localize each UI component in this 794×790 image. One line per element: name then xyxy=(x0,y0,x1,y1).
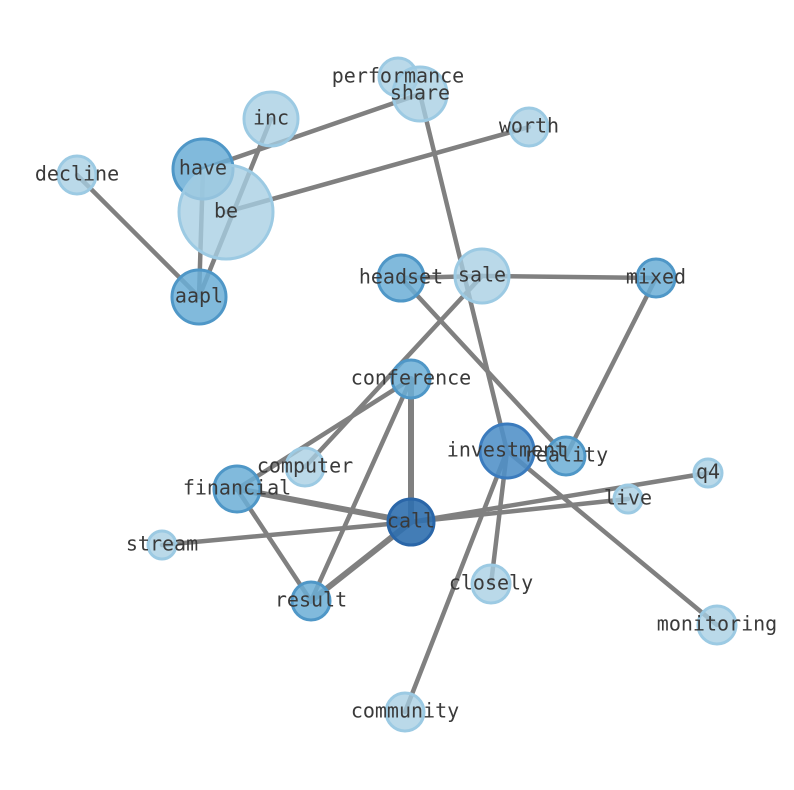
node-stream xyxy=(146,529,178,561)
edge-call-q4 xyxy=(408,470,711,525)
edge-conference-financial xyxy=(234,376,414,492)
nodes-layer xyxy=(56,56,738,733)
edge-headset-reality xyxy=(398,275,569,459)
node-label-computer: computer xyxy=(257,454,353,478)
node-label-share: share xyxy=(390,81,450,105)
node-label-performance: performance xyxy=(332,64,464,88)
node-label-financial: financial xyxy=(183,476,291,500)
node-financial xyxy=(212,464,262,514)
node-label-decline: decline xyxy=(35,162,119,186)
node-be xyxy=(177,163,275,261)
edge-sale-mixed xyxy=(479,273,659,281)
node-label-conference: conference xyxy=(351,366,471,390)
node-aapl xyxy=(170,268,228,326)
node-inc xyxy=(242,90,300,148)
node-reality xyxy=(545,435,587,477)
node-label-inc: inc xyxy=(253,106,289,130)
node-label-result: result xyxy=(275,588,347,612)
node-call xyxy=(386,497,436,547)
node-label-headset: headset xyxy=(359,265,443,289)
node-label-reality: reality xyxy=(524,443,608,467)
edge-investment-monitoring xyxy=(504,448,720,628)
edge-conference-result xyxy=(308,376,414,604)
node-label-community: community xyxy=(351,699,459,723)
edge-be-worth xyxy=(223,124,532,215)
node-mixed xyxy=(635,257,677,299)
node-label-live: live xyxy=(604,486,652,510)
node-label-mixed: mixed xyxy=(626,265,686,289)
node-result xyxy=(290,580,332,622)
edge-financial-call xyxy=(234,486,414,525)
node-closely xyxy=(470,563,512,605)
edge-have-share xyxy=(200,91,423,172)
node-live xyxy=(612,483,644,515)
node-computer xyxy=(284,446,326,488)
edge-call-live xyxy=(408,496,631,525)
edges-layer xyxy=(74,91,720,715)
node-worth xyxy=(508,106,550,148)
node-q4 xyxy=(692,457,724,489)
edge-mixed-reality xyxy=(563,275,659,459)
node-label-stream: stream xyxy=(126,532,198,556)
node-label-q4: q4 xyxy=(696,460,720,484)
node-label-investment: investment xyxy=(447,438,567,462)
node-label-worth: worth xyxy=(499,114,559,138)
node-label-be: be xyxy=(214,199,238,223)
edge-decline-aapl xyxy=(74,172,202,300)
node-conference xyxy=(390,358,432,400)
node-label-call: call xyxy=(387,509,435,533)
node-share xyxy=(391,65,449,123)
node-monitoring xyxy=(696,604,738,646)
node-label-monitoring: monitoring xyxy=(657,612,777,636)
edge-investment-community xyxy=(402,448,510,715)
node-label-have: have xyxy=(179,156,227,180)
node-headset xyxy=(376,253,426,303)
node-community xyxy=(384,691,426,733)
node-label-sale: sale xyxy=(458,263,506,287)
node-decline xyxy=(56,154,98,196)
node-investment xyxy=(478,422,536,480)
edge-call-stream xyxy=(159,519,414,548)
node-sale xyxy=(453,247,511,305)
node-label-aapl: aapl xyxy=(175,284,223,308)
node-label-closely: closely xyxy=(449,571,533,595)
